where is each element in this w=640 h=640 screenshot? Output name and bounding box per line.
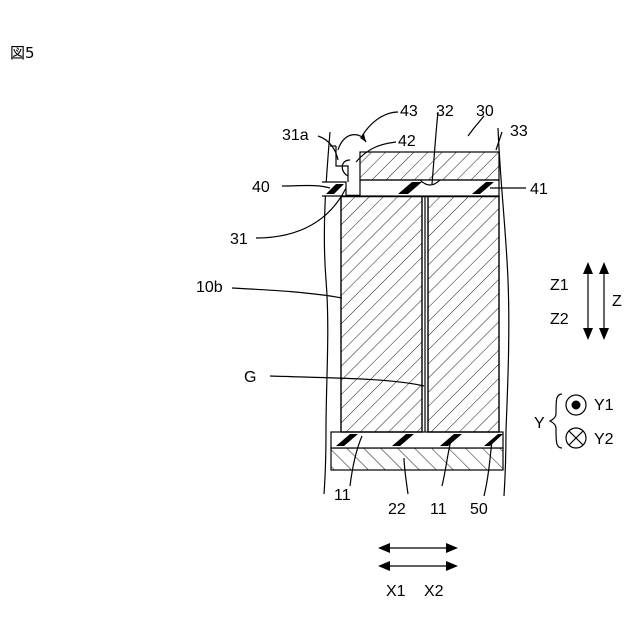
axis-label-z2: Z2 <box>550 311 569 328</box>
label-10b: 10b <box>196 279 223 296</box>
axis-label-z: Z <box>612 293 622 310</box>
label-31a: 31a <box>282 127 309 144</box>
label-22: 22 <box>388 501 406 518</box>
label-G: G <box>244 369 256 386</box>
connector-42 <box>342 160 350 176</box>
label-33: 33 <box>510 123 528 140</box>
label-11-right: 11 <box>430 501 447 518</box>
label-42: 42 <box>398 133 416 150</box>
notch-31 <box>336 146 348 182</box>
cover-30 <box>360 152 499 180</box>
block-11-right <box>428 196 499 432</box>
y-axis-indicator <box>550 394 586 448</box>
axis-label-y1: Y1 <box>594 397 614 414</box>
label-11-left: 11 <box>334 487 351 504</box>
label-40: 40 <box>252 179 270 196</box>
label-32: 32 <box>436 103 454 120</box>
axis-label-x1: X1 <box>386 583 406 600</box>
axis-label-y2: Y2 <box>594 431 614 448</box>
axis-label-z1: Z1 <box>550 277 569 294</box>
block-11-left <box>341 196 422 432</box>
label-30: 30 <box>476 103 494 120</box>
z-axis-indicator <box>583 262 609 340</box>
label-50: 50 <box>470 501 488 518</box>
axis-label-x2: X2 <box>424 583 444 600</box>
label-43: 43 <box>400 103 418 120</box>
x-axis-indicator <box>378 543 458 571</box>
label-41: 41 <box>530 181 548 198</box>
axis-label-y: Y <box>534 415 545 432</box>
label-31: 31 <box>230 231 248 248</box>
